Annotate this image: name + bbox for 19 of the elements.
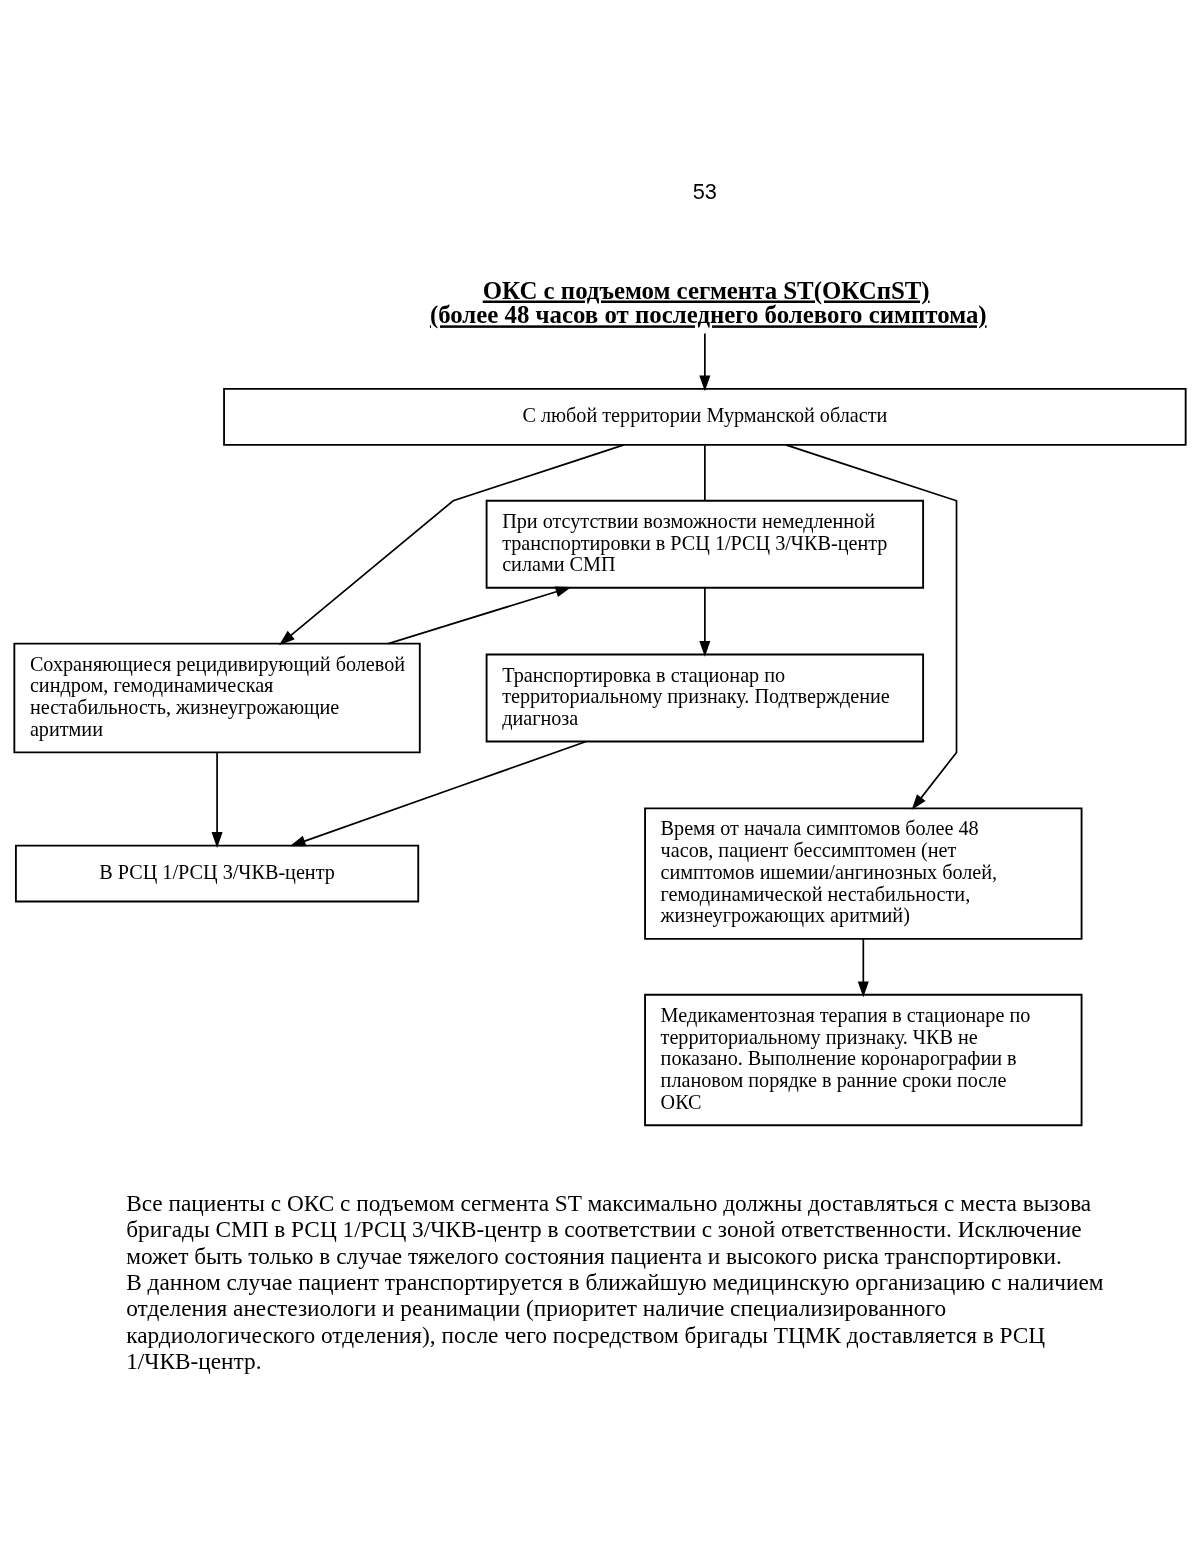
node-box: Сохраняющиеся рецидивирующий болевой синдром, гемодинамическая нестабильность, жизнеугрожающие аритмии bbox=[13, 642, 421, 754]
arrow bbox=[857, 938, 869, 998]
node-box: Медикаментозная терапия в стационаре по территориальному признаку. ЧКВ не показано. Выполнение коронарографии в плановом порядке в ранние сроки после ОКС bbox=[644, 993, 1083, 1127]
arrow bbox=[289, 740, 587, 847]
label: Все пациенты с ОКС с подъемом сегмента ST максимально должны доставляться с места вызова бригады СМП в РСЦ 1/РСЦ 3/ЧКВ-центр в соответствии с зоной ответственности. Исключение может быть только в случае тяжелого состояния пациента и высокого риска транспортировки. В данном случае пациент транспортируется в ближайшую медицинскую организацию с наличием отделения анестезиологи и реанимации (приоритет наличие специализированного кардиологического отделения), после чего посредством бригады ТЦМК доставляется в РСЦ 1/ЧКВ-центр. bbox=[126, 1189, 1104, 1375]
arrow bbox=[387, 586, 572, 645]
node-box: Транспортировка в стационар по территориальному признаку. Подтверждение диагноза bbox=[485, 653, 925, 743]
connector bbox=[704, 444, 706, 502]
node-box: В РСЦ 1/РСЦ 3/ЧКВ-центр bbox=[14, 844, 420, 903]
arrow bbox=[699, 586, 711, 657]
node-text: ОКС с подъемом сегмента ST(ОКСпST) (более 48 часов от последнего болевого симптома) bbox=[429, 276, 987, 329]
node-box: При отсутствии возможности немедленной транспортировки в РСЦ 1/РСЦ 3/ЧКВ-центр силами СМП bbox=[485, 499, 925, 589]
arrow bbox=[211, 751, 223, 848]
node-box: С любой территории Мурманской области bbox=[223, 388, 1187, 446]
arrow bbox=[278, 444, 625, 646]
arrow bbox=[785, 444, 958, 811]
arrow bbox=[699, 332, 711, 392]
node-box: Время от начала симптомов более 48 часов, пациент бессимптомен (нет симптомов ишемии/ангинозных болей, гемодинамической нестабильности, жизнеугрожающих аритмий) bbox=[644, 807, 1083, 940]
label: 53 bbox=[692, 178, 717, 204]
